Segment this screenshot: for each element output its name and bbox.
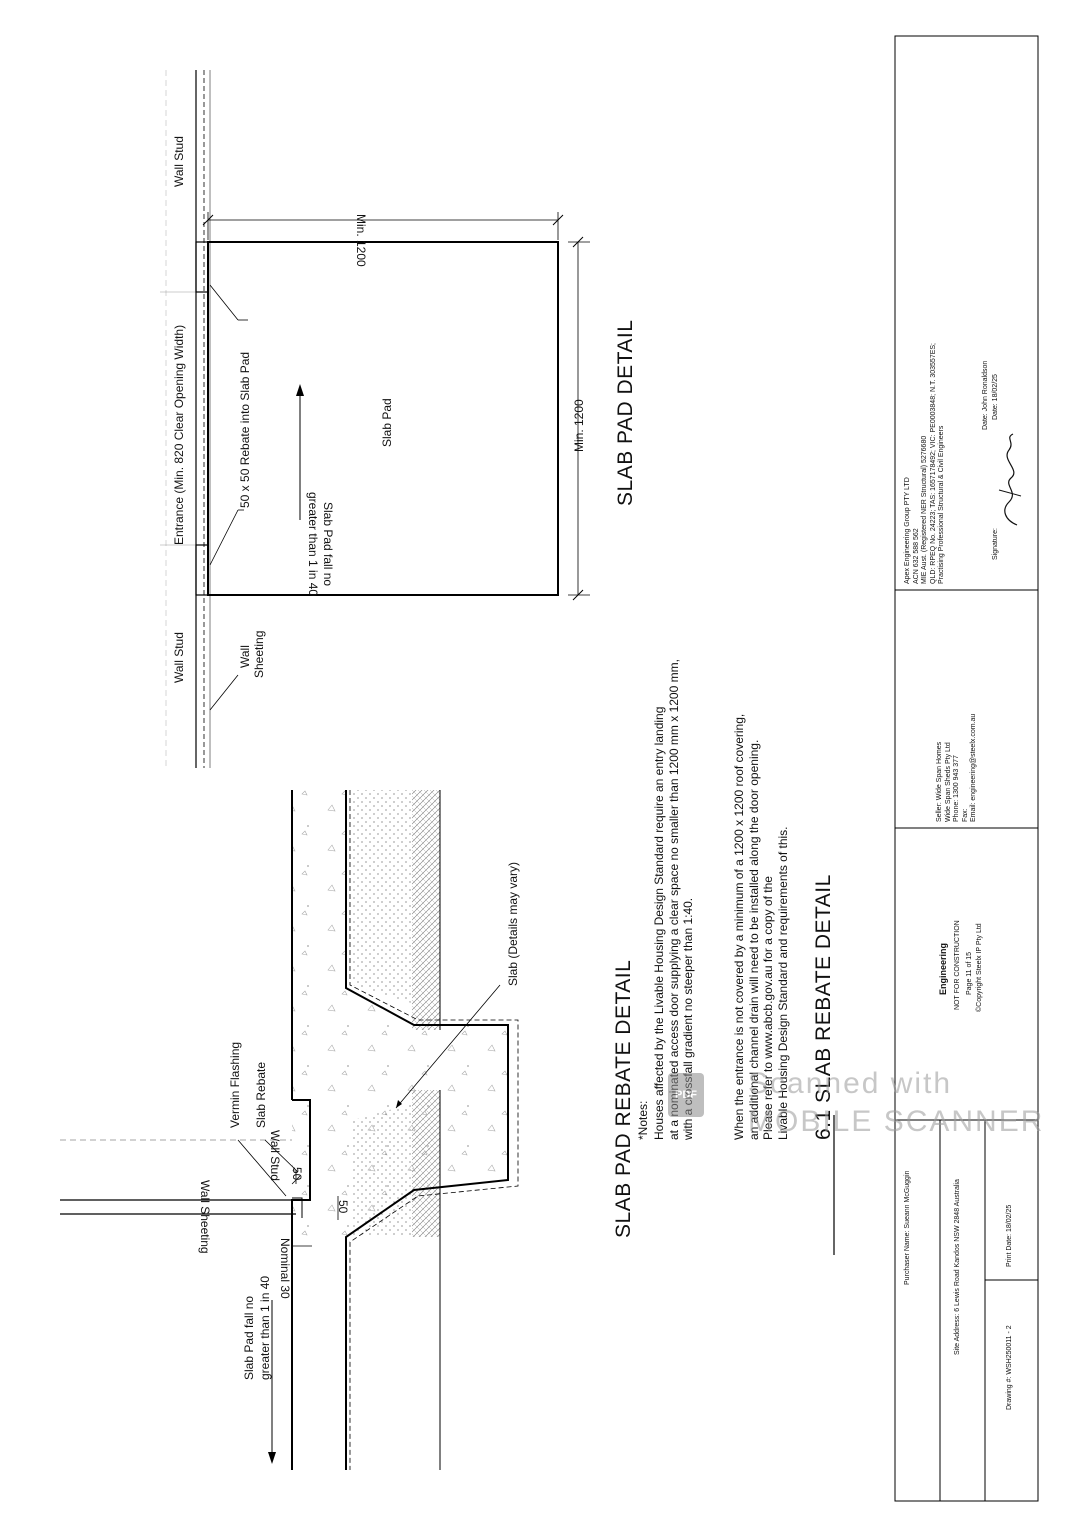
rebate-label: 50 x 50 Rebate into Slab Pad	[238, 351, 252, 508]
dim-50-side-label: 50	[336, 1200, 350, 1214]
wall-sheeting-label-line1: Wall	[238, 645, 252, 668]
pdf-badge-label: PDF	[675, 1089, 697, 1101]
site-address: Site Address: 6 Lewis Road Kandos NSW 28…	[954, 1179, 961, 1355]
print-date: Print Date: 18/02/25	[1006, 1204, 1013, 1267]
slab-pad-fall-plan-line1: Slab Pad fall no	[321, 502, 335, 587]
title-block-frame	[894, 35, 1039, 1502]
slab-rebate-label: Slab Rebate	[254, 1061, 268, 1128]
vermin-flashing-label: Vermin Flashing	[228, 1041, 242, 1128]
signature-mark	[998, 433, 1022, 526]
min-1200-top-label: Min. 1200	[354, 214, 368, 267]
slab-pad-detail-heading: SLAB PAD DETAIL	[614, 319, 637, 506]
slab-pad-fall-label-line2: greater than 1 in 40	[258, 1275, 272, 1380]
wall-stud-left-label: Wall Stud	[172, 632, 186, 683]
engineer-info: Apex Engineering Group PTY LTD ACN 632 5…	[904, 342, 945, 584]
slab-pad-plan	[160, 70, 590, 768]
seller-info: Seller: Wide Span Homes Wide Span Sheds …	[936, 713, 977, 822]
notes-title: *Notes:	[636, 1100, 650, 1140]
copyright: ©Copyright Steelx IP Pty Ltd	[976, 923, 983, 1012]
slab-pad-label: Slab Pad	[380, 398, 394, 447]
wall-sheeting-label-section: Wall Sheeting	[198, 1180, 212, 1254]
engineering-title: Engineering	[938, 942, 948, 995]
entrance-label: Entrance (Min. 820 Clear Opening Width)	[172, 324, 186, 545]
dim-50-top-label: 50	[290, 1167, 304, 1181]
page-number: Page 11 of 15	[966, 951, 973, 995]
not-for-construction: NOT FOR CONSTRUCTION	[954, 920, 961, 1010]
slab-rebate-section	[60, 790, 519, 1470]
min-1200-side-label: Min. 1200	[572, 399, 586, 452]
slab-details-label: Slab (Details may vary)	[506, 861, 520, 986]
signed-by: Date: John Ronaldson	[982, 360, 989, 430]
watermark-line2: MOBILE SCANNER	[748, 1105, 1045, 1138]
nominal-30-label: Nominal 30	[278, 1238, 292, 1299]
slab-pad-fall-plan-line2: greater than 1 in 40	[306, 492, 320, 597]
slab-pad-rebate-heading: SLAB PAD REBATE DETAIL	[612, 959, 635, 1238]
pdf-badge: PDF	[668, 1073, 704, 1117]
drawing-number: Drawing #: WSH250011 - 2	[1006, 1325, 1013, 1410]
purchaser-name: Purchaser Name: Sueann McGuggin	[904, 1170, 911, 1285]
watermark-line1: Scanned with	[748, 1067, 953, 1100]
wall-stud-label-section: Wall Stud	[268, 1130, 282, 1181]
scanner-watermark: PDF Scanned with MOBILE SCANNER	[668, 1067, 1042, 1147]
wall-stud-right-label: Wall Stud	[172, 136, 186, 187]
slab-pad-fall-label-line1: Slab Pad fall no	[242, 1295, 256, 1380]
date: Date: 18/02/25	[992, 374, 999, 420]
wall-sheeting-label-line2: Sheeting	[252, 630, 266, 678]
